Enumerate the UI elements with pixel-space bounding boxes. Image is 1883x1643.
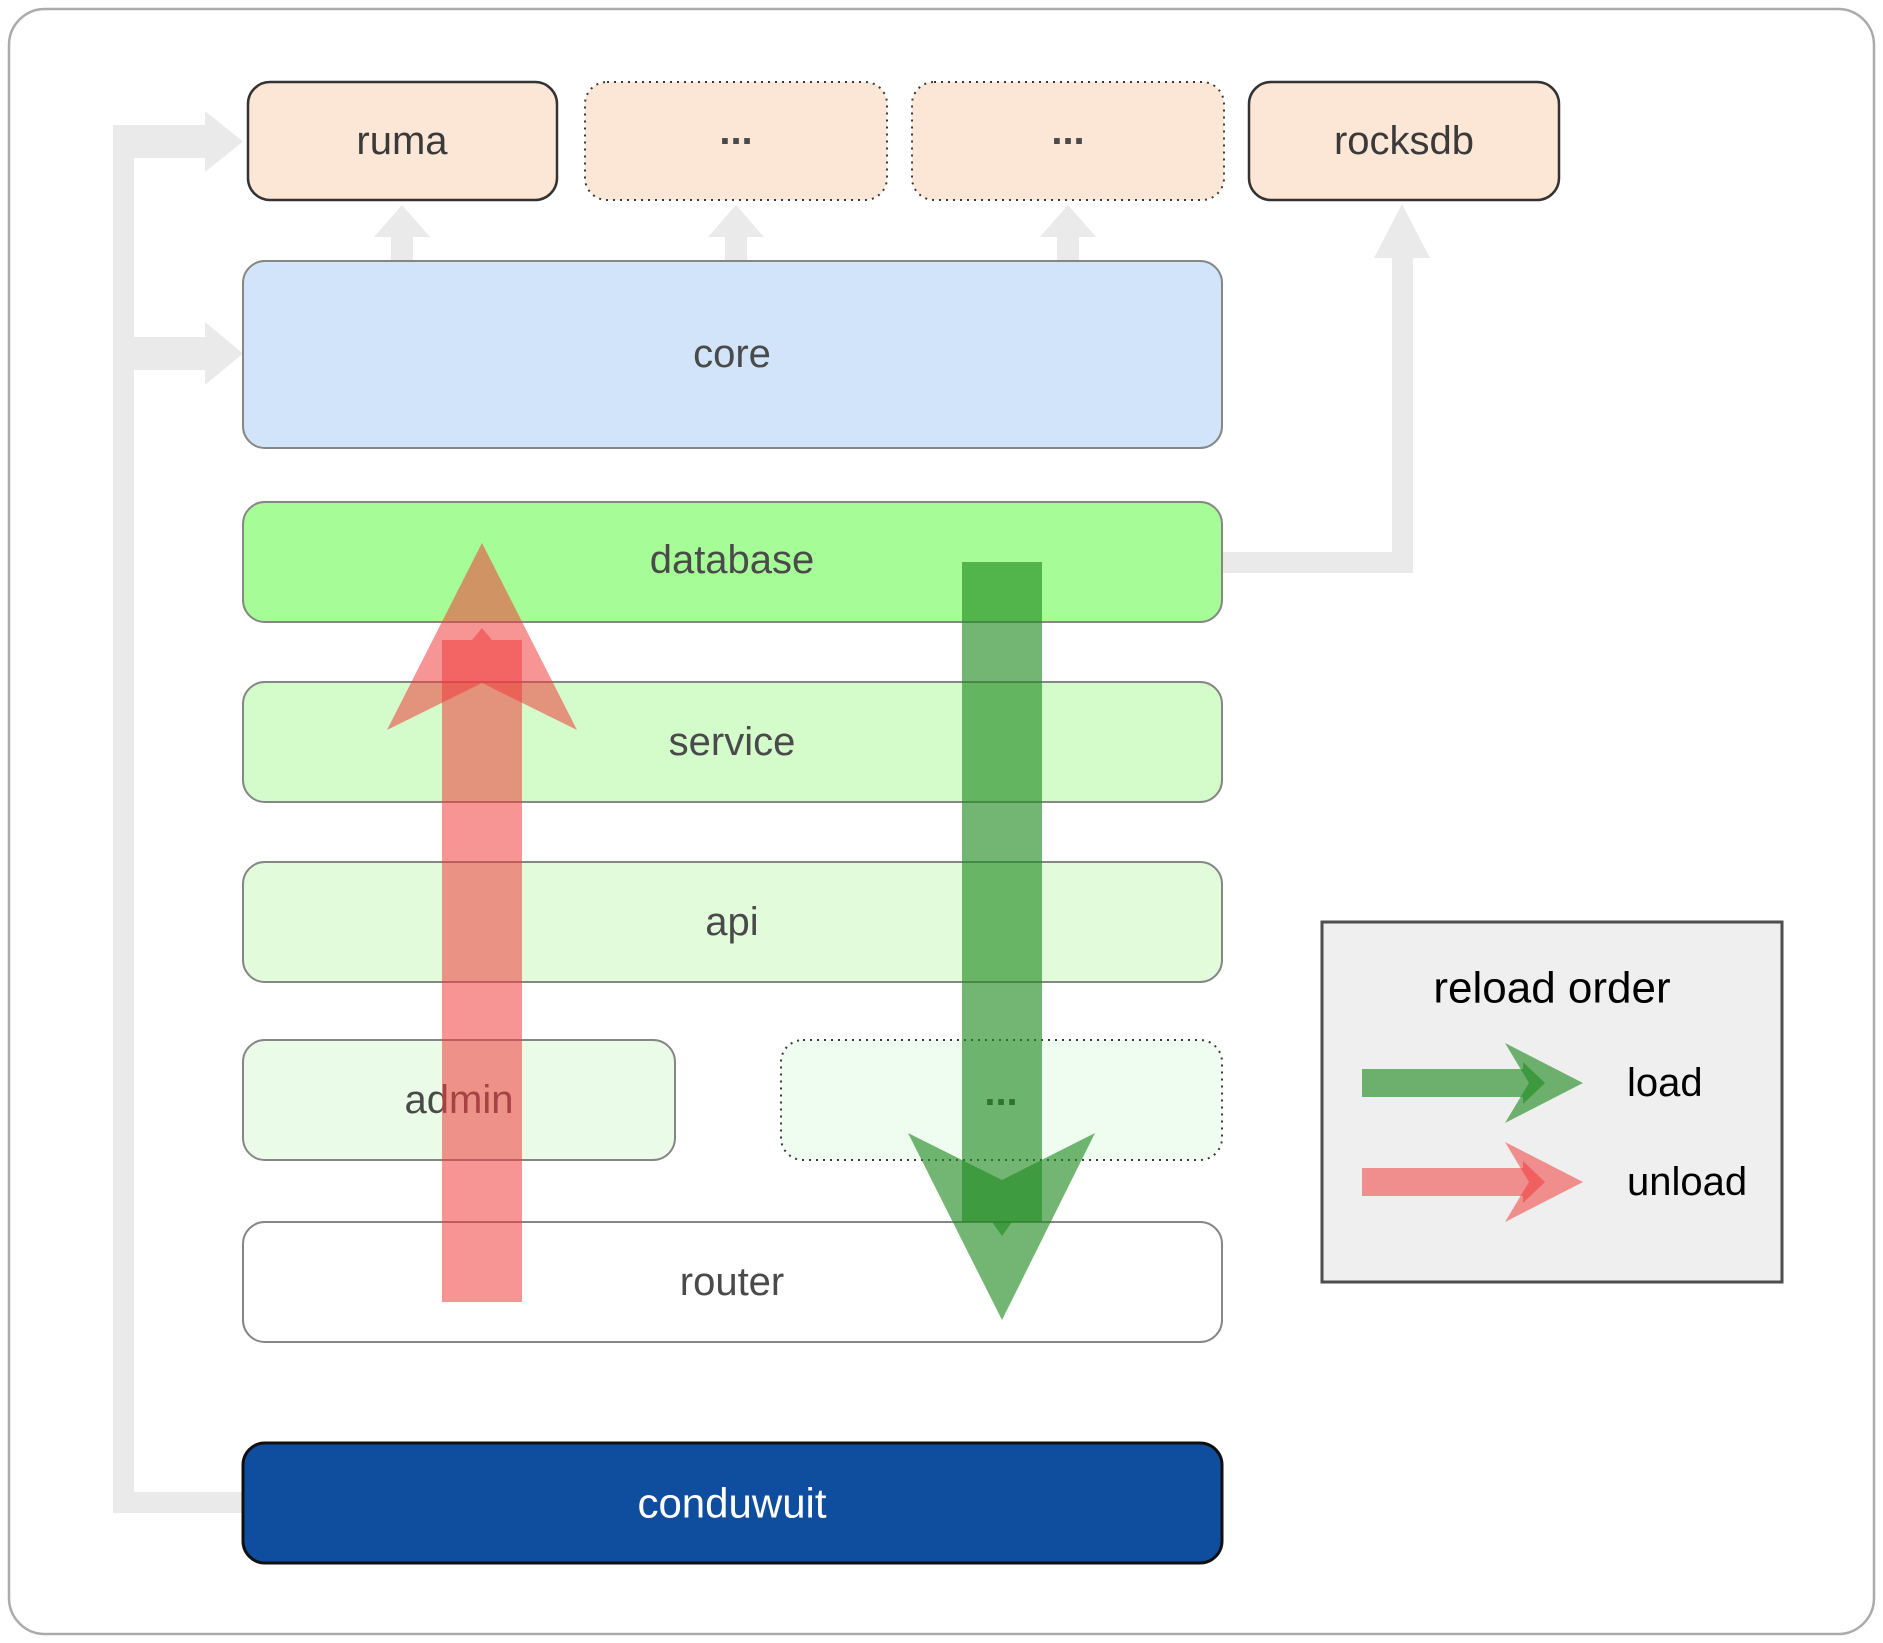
- conduwuit-label: conduwuit: [637, 1480, 826, 1527]
- legend-unload-arrowhead: [1505, 1142, 1583, 1222]
- legend-load-arrowhead: [1505, 1043, 1583, 1123]
- legend-box: [1320, 920, 1784, 1284]
- rocksdb-box: [1247, 80, 1561, 202]
- legend-unload-arrow-icon: [1362, 1142, 1583, 1222]
- core-to-ruma-shaft: [391, 233, 413, 262]
- legend: reload order load unload: [1320, 920, 1784, 1284]
- core-to-ellipsis-a-arrowhead-icon: [708, 205, 764, 237]
- load-arrow: [908, 562, 1095, 1320]
- crate-ellipsis-b-box: [911, 81, 1225, 201]
- legend-load-shaft: [1362, 1069, 1523, 1097]
- load-arrowhead-icon: [908, 1133, 1095, 1320]
- core-to-ellipsis-a-shaft: [725, 233, 747, 262]
- legend-load-label: load: [1627, 1061, 1703, 1105]
- branch-to-ruma-shaft: [113, 125, 205, 158]
- branch-to-core-arrowhead-icon: [205, 322, 243, 385]
- core-box: [242, 260, 1223, 449]
- load-arrow-shaft: [962, 562, 1042, 1236]
- database-to-rocksdb-horizontal: [1222, 552, 1413, 573]
- core-to-ellipsis-b-arrowhead-icon: [1040, 205, 1096, 237]
- database-to-rocksdb-vertical: [1392, 257, 1413, 573]
- branch-to-core-shaft: [134, 337, 205, 370]
- rocksdb-label: rocksdb: [1334, 119, 1474, 163]
- ruma-label: ruma: [356, 119, 448, 163]
- connector-conduwuit-trunk: [113, 111, 243, 1513]
- trunk-bottom-segment: [113, 1492, 243, 1513]
- unload-arrowhead-icon: [387, 543, 577, 730]
- database-to-rocksdb-arrowhead-icon: [1374, 204, 1430, 258]
- api-label: api: [705, 900, 758, 944]
- router-label: router: [680, 1260, 785, 1304]
- branch-to-ruma-arrowhead-icon: [205, 111, 243, 172]
- crate-ellipsis-a-label: ...: [719, 109, 752, 153]
- trunk-vertical-line: [113, 125, 134, 1513]
- legend-load-arrow-icon: [1362, 1043, 1583, 1123]
- ruma-box: [246, 80, 559, 202]
- diagram-outer-border: [7, 7, 1876, 1636]
- connectors-core-to-top-row: [374, 205, 1096, 262]
- unload-arrow: [387, 543, 577, 1302]
- legend-unload-shaft: [1362, 1168, 1523, 1196]
- core-to-ruma-arrowhead-icon: [374, 205, 430, 237]
- top-row: ruma ... ... rocksdb: [246, 80, 1561, 202]
- service-label: service: [669, 720, 796, 764]
- connector-database-to-rocksdb: [1222, 204, 1430, 573]
- database-label: database: [650, 538, 815, 582]
- legend-title: reload order: [1433, 964, 1670, 1013]
- crate-ellipsis-b-label: ...: [1051, 109, 1084, 153]
- crate-ellipsis-a-box: [584, 81, 888, 201]
- conduwuit-box: [241, 1441, 1224, 1565]
- legend-unload-label: unload: [1627, 1160, 1747, 1204]
- unload-arrow-shaft: [442, 628, 522, 1302]
- core-to-ellipsis-b-shaft: [1057, 233, 1079, 262]
- core-label: core: [693, 332, 771, 376]
